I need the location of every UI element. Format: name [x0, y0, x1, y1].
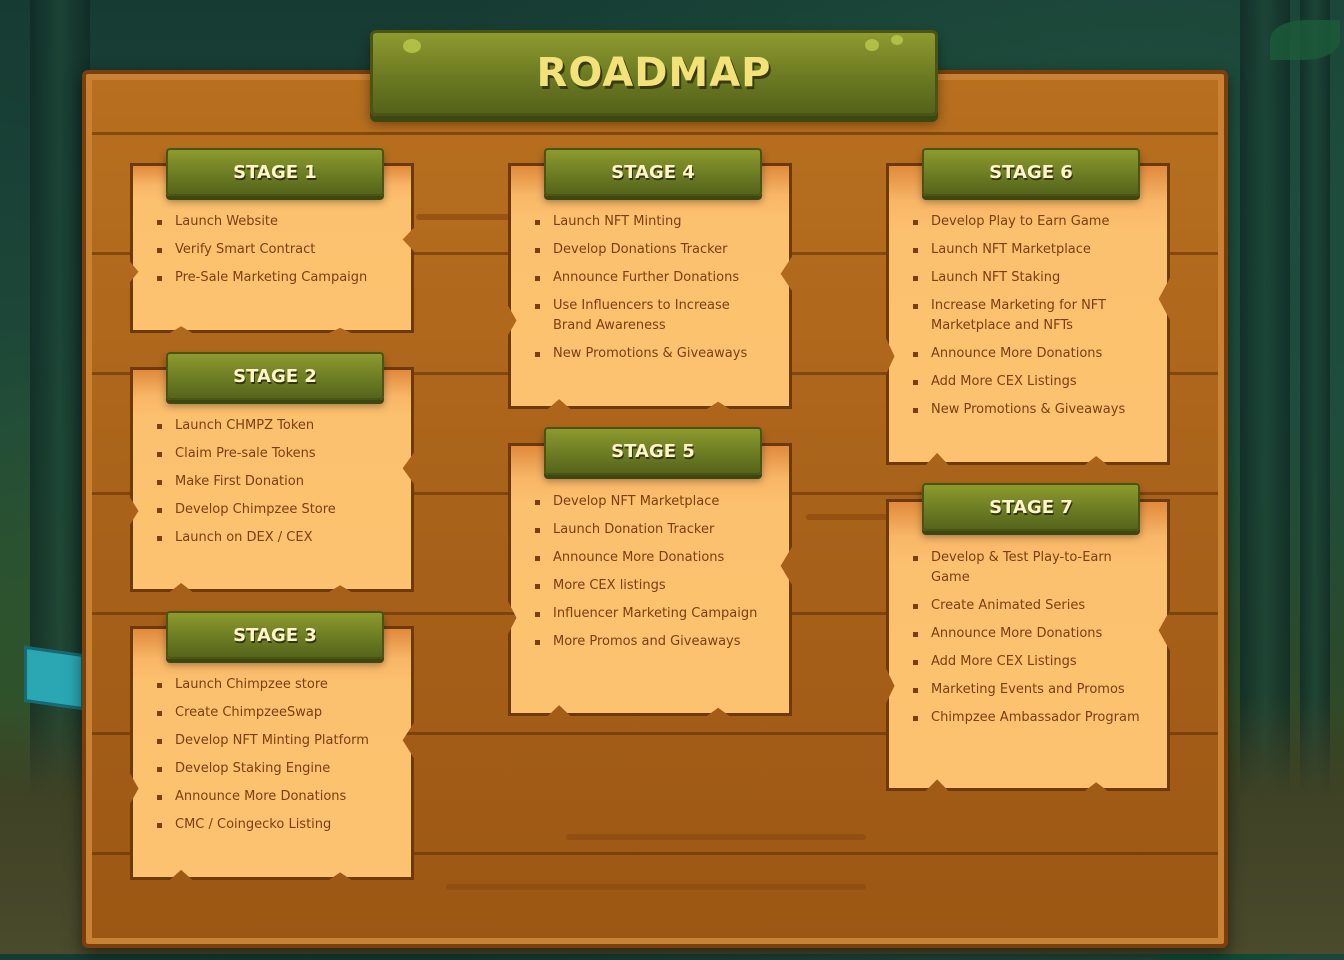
stage-4-title: STAGE 4	[611, 161, 695, 183]
stage-5-title: STAGE 5	[611, 440, 695, 462]
wood-grain	[416, 214, 536, 220]
stage-4-items: Launch NFT Minting Develop Donations Tra…	[511, 212, 789, 372]
list-item: Develop & Test Play-to-Earn Game	[913, 548, 1149, 588]
list-item: Launch Website	[157, 212, 393, 232]
stage-3-plank: STAGE 3	[166, 611, 384, 659]
list-item: Develop Donations Tracker	[535, 240, 771, 260]
wood-grain	[446, 884, 866, 890]
list-item: Develop Staking Engine	[157, 759, 393, 779]
stage-1-plank: STAGE 1	[166, 148, 384, 196]
stage-card-7: Develop & Test Play-to-Earn Game Create …	[886, 499, 1170, 791]
list-item: Chimpzee Ambassador Program	[913, 708, 1149, 728]
stage-5-plank: STAGE 5	[544, 427, 762, 475]
list-item: Announce Further Donations	[535, 268, 771, 288]
list-item: Launch NFT Minting	[535, 212, 771, 232]
list-item: Launch on DEX / CEX	[157, 528, 393, 548]
background-leaf	[1270, 20, 1340, 60]
stage-7-title: STAGE 7	[989, 496, 1073, 518]
list-item: Pre-Sale Marketing Campaign	[157, 268, 393, 288]
stage-card-3: Launch Chimpzee store Create ChimpzeeSwa…	[130, 626, 414, 880]
stage-3-title: STAGE 3	[233, 624, 317, 646]
list-item: Influencer Marketing Campaign	[535, 604, 771, 624]
stage-1-title: STAGE 1	[233, 161, 317, 183]
list-item: Claim Pre-sale Tokens	[157, 444, 393, 464]
wood-grain	[566, 834, 866, 840]
list-item: Launch NFT Staking	[913, 268, 1149, 288]
list-item: Use Influencers to Increase Brand Awaren…	[535, 296, 771, 336]
list-item: Launch Chimpzee store	[157, 675, 393, 695]
list-item: Launch NFT Marketplace	[913, 240, 1149, 260]
list-item: Develop NFT Minting Platform	[157, 731, 393, 751]
list-item: Make First Donation	[157, 472, 393, 492]
list-item: CMC / Coingecko Listing	[157, 815, 393, 835]
moss-spot	[865, 39, 879, 51]
list-item: Create Animated Series	[913, 596, 1149, 616]
list-item: Announce More Donations	[157, 787, 393, 807]
stage-card-2: Launch CHMPZ Token Claim Pre-sale Tokens…	[130, 367, 414, 592]
stage-2-plank: STAGE 2	[166, 352, 384, 400]
wood-grain	[806, 514, 946, 520]
list-item: New Promotions & Giveaways	[913, 400, 1149, 420]
stage-5-items: Develop NFT Marketplace Launch Donation …	[511, 492, 789, 660]
stage-2-items: Launch CHMPZ Token Claim Pre-sale Tokens…	[133, 416, 411, 556]
title-plank: ROADMAP	[370, 30, 938, 116]
list-item: Develop Chimpzee Store	[157, 500, 393, 520]
stage-1-items: Launch Website Verify Smart Contract Pre…	[133, 212, 411, 296]
list-item: Verify Smart Contract	[157, 240, 393, 260]
stage-6-plank: STAGE 6	[922, 148, 1140, 196]
list-item: Announce More Donations	[913, 624, 1149, 644]
stage-card-4: Launch NFT Minting Develop Donations Tra…	[508, 163, 792, 409]
list-item: Add More CEX Listings	[913, 372, 1149, 392]
stage-7-items: Develop & Test Play-to-Earn Game Create …	[889, 548, 1167, 736]
list-item: Increase Marketing for NFT Marketplace a…	[913, 296, 1149, 336]
stage-3-items: Launch Chimpzee store Create ChimpzeeSwa…	[133, 675, 411, 843]
stage-4-plank: STAGE 4	[544, 148, 762, 196]
list-item: Develop NFT Marketplace	[535, 492, 771, 512]
list-item: Add More CEX Listings	[913, 652, 1149, 672]
moss-spot	[403, 39, 421, 53]
stage-card-5: Develop NFT Marketplace Launch Donation …	[508, 443, 792, 716]
stage-6-title: STAGE 6	[989, 161, 1073, 183]
list-item: Create ChimpzeeSwap	[157, 703, 393, 723]
stage-card-6: Develop Play to Earn Game Launch NFT Mar…	[886, 163, 1170, 465]
moss-spot	[891, 35, 903, 45]
list-item: New Promotions & Giveaways	[535, 344, 771, 364]
list-item: Marketing Events and Promos	[913, 680, 1149, 700]
stage-6-items: Develop Play to Earn Game Launch NFT Mar…	[889, 212, 1167, 428]
list-item: Launch Donation Tracker	[535, 520, 771, 540]
list-item: More Promos and Giveaways	[535, 632, 771, 652]
page-title: ROADMAP	[536, 50, 772, 96]
list-item: Announce More Donations	[913, 344, 1149, 364]
stage-7-plank: STAGE 7	[922, 483, 1140, 531]
list-item: Announce More Donations	[535, 548, 771, 568]
list-item: More CEX listings	[535, 576, 771, 596]
list-item: Launch CHMPZ Token	[157, 416, 393, 436]
list-item: Develop Play to Earn Game	[913, 212, 1149, 232]
background-cube-icon	[24, 645, 84, 711]
stage-2-title: STAGE 2	[233, 365, 317, 387]
